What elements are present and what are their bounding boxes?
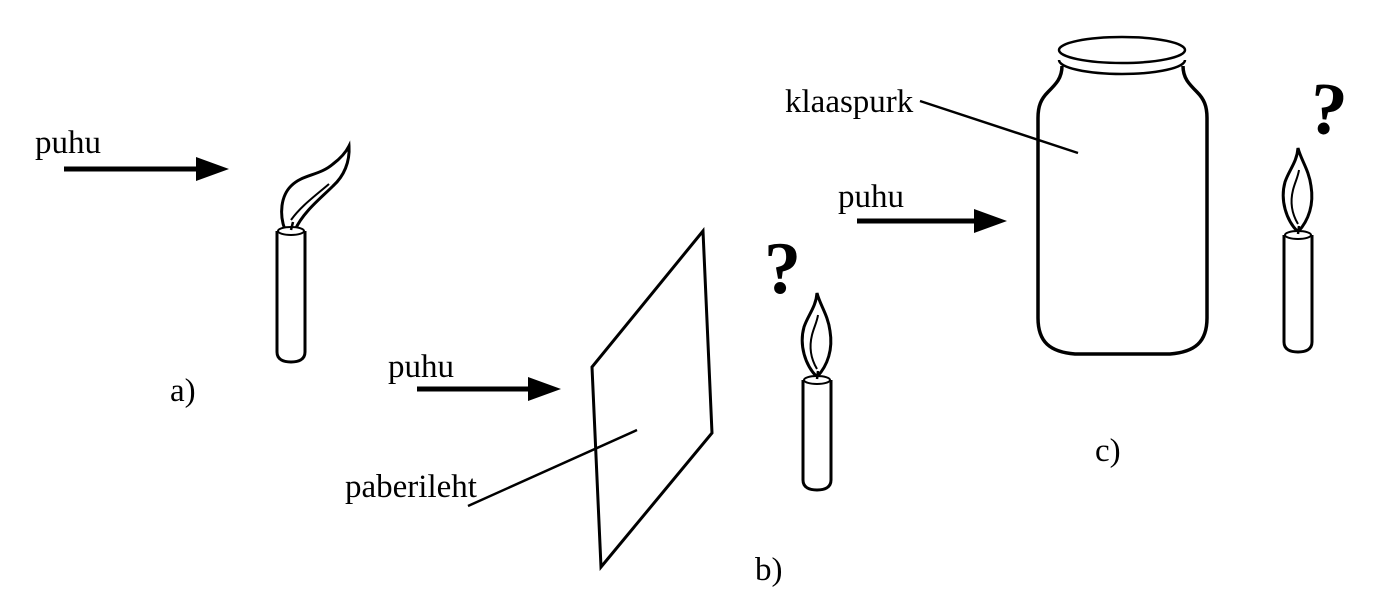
paper-sheet-pointer-line (467, 428, 638, 508)
scenario-label-c: c) (1095, 433, 1121, 469)
blow-label-c: puhu (838, 179, 904, 215)
question-mark-b: ? (764, 228, 801, 310)
paper-sheet-label: paberileht (345, 469, 477, 505)
scenario-c: klaaspurk puhu ? c) (785, 35, 1351, 469)
flame-b-icon (800, 292, 833, 380)
blow-arrow-b-icon (417, 377, 561, 401)
flame-c-icon (1281, 147, 1314, 235)
flame-a-icon (280, 140, 351, 232)
paper-sheet-icon (590, 227, 714, 571)
scenario-label-a: a) (170, 373, 196, 409)
question-mark-c: ? (1305, 67, 1350, 152)
scenario-b: puhu paberileht ? b) (345, 227, 833, 588)
blow-arrow-c-icon (857, 209, 1007, 233)
glass-jar-pointer-line (919, 99, 1079, 155)
glass-jar-label: klaaspurk (785, 84, 914, 120)
blow-arrow-a-icon (64, 157, 229, 181)
scenario-a: puhu a) (35, 125, 351, 409)
candle-a-icon (275, 140, 351, 364)
scenario-label-b: b) (755, 552, 783, 588)
glass-jar-icon (1036, 35, 1209, 356)
candle-c-icon (1281, 147, 1314, 354)
candle-b-icon (800, 292, 833, 492)
blow-label-a: puhu (35, 125, 101, 161)
blow-label-b: puhu (388, 349, 454, 385)
